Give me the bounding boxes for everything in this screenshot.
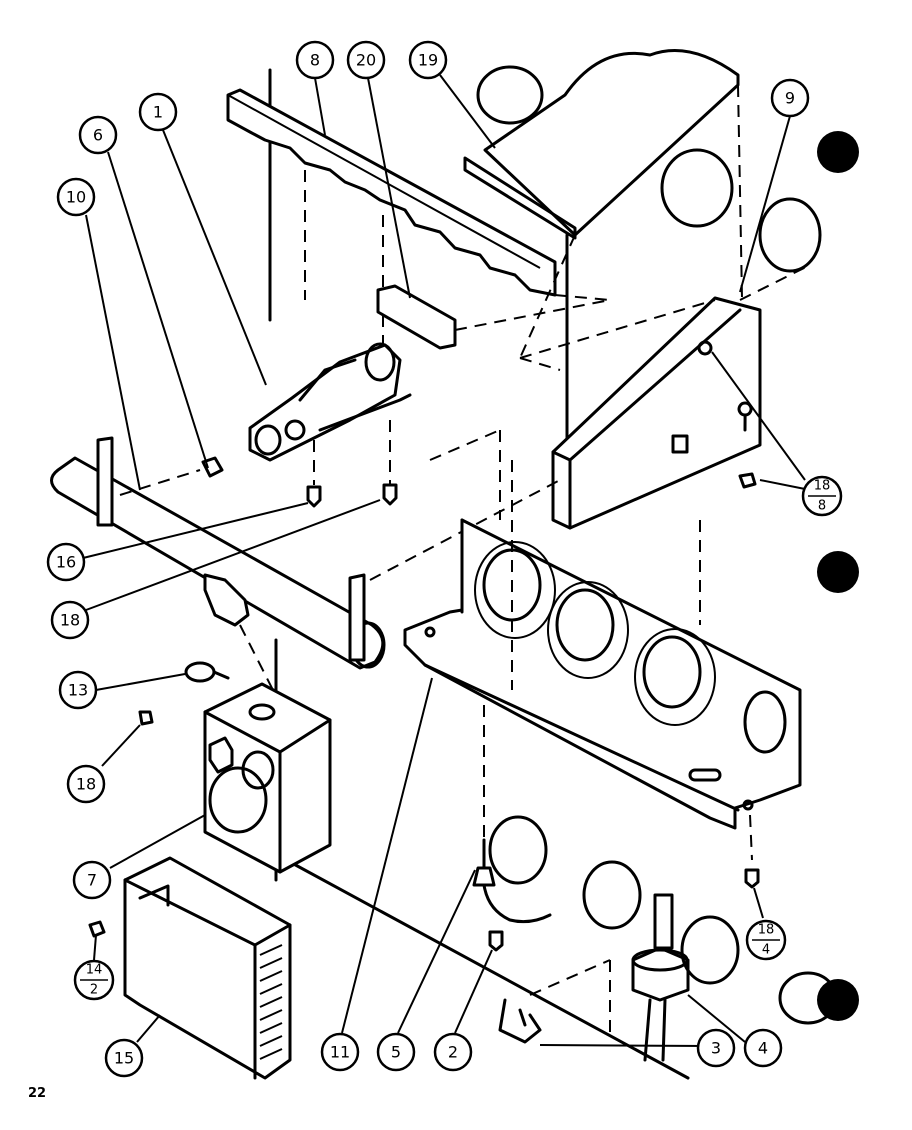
part-19-panel (463, 49, 822, 273)
callout-9: 9 (770, 78, 810, 118)
svg-text:16: 16 (56, 553, 76, 572)
svg-text:2: 2 (90, 983, 98, 998)
part-5-sensor (472, 815, 552, 924)
page-number: 22 (28, 1086, 47, 1101)
screw-18-4 (744, 868, 760, 889)
part-4-igniter (529, 860, 838, 1062)
callout-19: 19 (408, 40, 448, 80)
callout-3: 3 (696, 1028, 736, 1068)
callout-20: 20 (346, 40, 386, 80)
svg-text:5: 5 (391, 1043, 401, 1062)
part-6-clip (201, 456, 224, 478)
callout-18-a: 18 (50, 600, 90, 640)
svg-text:18: 18 (758, 923, 775, 938)
svg-text:8: 8 (310, 51, 320, 70)
svg-text:18: 18 (814, 479, 831, 494)
callout-8: 8 (295, 40, 335, 80)
svg-text:4: 4 (758, 1039, 768, 1058)
part-8-bracket (226, 88, 611, 360)
callout-15: 15 (104, 1038, 144, 1078)
binder-hole-top (817, 131, 859, 173)
binder-hole-bottom (817, 979, 859, 1021)
callout-16: 16 (46, 542, 86, 582)
callout-14-2: 14 2 (73, 959, 115, 1001)
callout-18-b: 18 (66, 764, 106, 804)
svg-text:3: 3 (711, 1039, 721, 1058)
callout-7: 7 (72, 860, 112, 900)
part-15-control-module (88, 856, 292, 1080)
callout-5: 5 (376, 1032, 416, 1072)
callout-4: 4 (743, 1028, 783, 1068)
callout-2: 2 (433, 1032, 473, 1072)
svg-text:18: 18 (60, 611, 80, 630)
callout-18-8: 18 8 (801, 475, 843, 517)
part-13-clamp (138, 661, 230, 726)
svg-text:4: 4 (762, 943, 770, 958)
screws-16-18 (306, 420, 398, 508)
svg-text:15: 15 (114, 1049, 134, 1068)
callout-6: 6 (78, 115, 118, 155)
part-3-bracket (498, 998, 542, 1044)
part-20-strip (376, 284, 611, 350)
part-2-screw (488, 930, 504, 952)
svg-text:20: 20 (356, 51, 376, 70)
svg-text:8: 8 (818, 499, 826, 514)
part-1-burner (248, 342, 412, 462)
svg-text:13: 13 (68, 681, 88, 700)
svg-text:14: 14 (86, 963, 103, 978)
leader-lines (82, 74, 811, 1047)
screw-18-8 (738, 472, 757, 489)
svg-text:2: 2 (448, 1043, 458, 1062)
svg-text:18: 18 (76, 775, 96, 794)
svg-text:10: 10 (66, 188, 86, 207)
svg-text:7: 7 (87, 871, 97, 890)
svg-text:9: 9 (785, 89, 795, 108)
svg-text:11: 11 (330, 1043, 350, 1062)
callout-13: 13 (58, 670, 98, 710)
svg-text:1: 1 (153, 103, 163, 122)
callout-18-4: 18 4 (745, 919, 787, 961)
svg-text:19: 19 (418, 51, 438, 70)
binder-hole-middle (817, 551, 859, 593)
callout-1: 1 (138, 92, 178, 132)
svg-text:6: 6 (93, 126, 103, 145)
callout-10: 10 (56, 177, 96, 217)
part-7-gas-valve (203, 682, 332, 874)
callout-11: 11 (320, 1032, 360, 1072)
part-11-tray (403, 429, 802, 861)
part-9-plate (519, 84, 811, 530)
